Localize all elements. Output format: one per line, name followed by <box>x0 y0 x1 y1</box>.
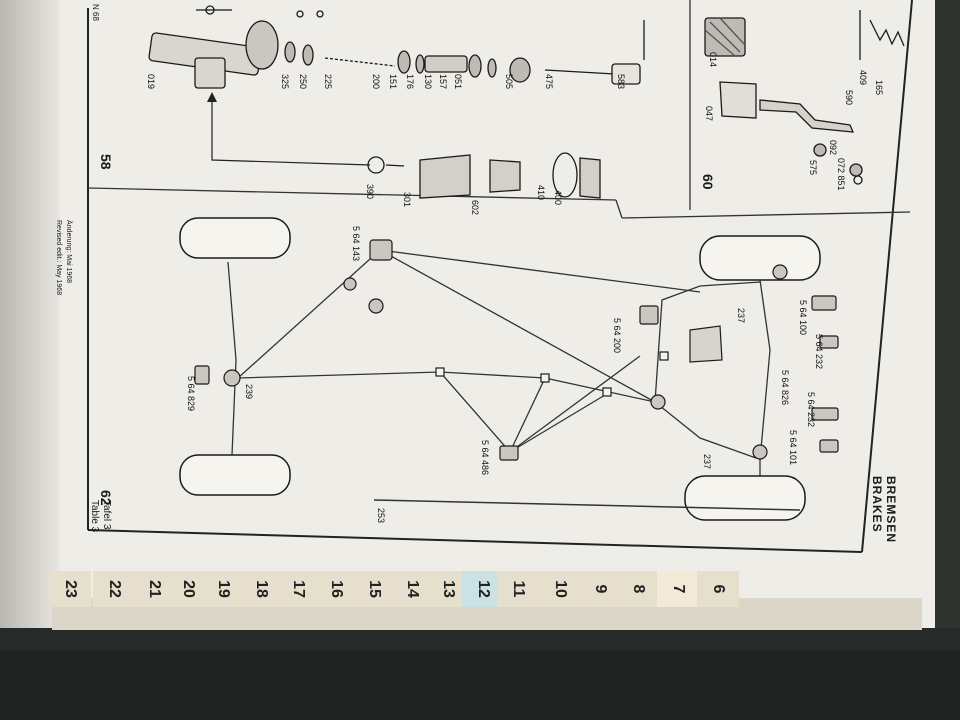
section-divider-top <box>87 187 617 201</box>
index-tab[interactable]: 16 <box>315 571 357 607</box>
part-label: 092 <box>828 140 838 155</box>
master-cylinder-group <box>148 5 645 89</box>
index-tab[interactable]: 23 <box>49 571 91 607</box>
part-label: 409 <box>858 70 868 85</box>
part-label: 200 <box>371 74 381 89</box>
index-tab[interactable]: 6 <box>697 571 739 607</box>
outer-border-right <box>861 0 913 553</box>
corner-code: N 68 <box>91 4 100 21</box>
feed-arrow-head <box>207 92 217 102</box>
index-tab[interactable]: 15 <box>353 571 395 607</box>
part-label: 602 <box>470 200 480 215</box>
part-label: 475 <box>544 74 554 89</box>
part-label: 505 <box>504 74 514 89</box>
part-label: 130 <box>423 74 433 89</box>
part-label: 5 64 100 <box>798 300 808 335</box>
part-label: 583 <box>616 74 626 89</box>
part-label: 157 <box>438 74 448 89</box>
index-tab[interactable]: 22 <box>93 571 135 607</box>
feed-arrow <box>211 95 371 166</box>
part-label: 410 <box>536 185 546 200</box>
part-label: 5 64 829 <box>186 376 196 411</box>
labels-62: 5 64 100 5 64 232 5 64 826 5 64 232 5 64… <box>186 226 824 523</box>
wheels <box>179 217 821 521</box>
part-label: 5 64 826 <box>780 370 790 405</box>
part-label: 237 <box>736 308 746 323</box>
index-tab[interactable]: 18 <box>240 571 282 607</box>
part-label: 239 <box>244 384 254 399</box>
index-tab[interactable]: 11 <box>497 571 539 607</box>
part-label: 590 <box>844 90 854 105</box>
part-label: 5 64 232 <box>806 392 816 427</box>
title-de: BREMSEN <box>884 476 898 544</box>
revision-line-1: Änderung: Mai 1968 <box>65 220 72 284</box>
part-label: 5 64 101 <box>788 430 798 465</box>
title-en: BRAKES <box>870 476 884 533</box>
part-label: 400 <box>553 190 563 205</box>
part-label: 047 <box>704 106 714 121</box>
index-tab[interactable]: 9 <box>579 571 621 607</box>
part-label: 176 <box>405 74 415 89</box>
part-label: 225 <box>323 74 333 89</box>
part-label: 019 <box>146 74 156 89</box>
binder-back <box>0 650 960 720</box>
labels-58: 019 325 250 225 200 151 176 130 157 051 … <box>146 74 626 215</box>
section-divider-62 <box>621 211 911 219</box>
part-label: 014 <box>708 52 718 67</box>
table-label-en: Table 3 <box>89 500 100 533</box>
table-label-de: Tafel 3 <box>101 500 112 530</box>
part-label: 051 <box>453 74 463 89</box>
outer-border-bottom <box>87 529 863 553</box>
index-tab[interactable]: 17 <box>277 571 319 607</box>
part-label: 5 64 200 <box>612 318 622 353</box>
system-components <box>194 239 839 461</box>
part-label: 301 <box>402 192 412 207</box>
part-label: 151 <box>388 74 398 89</box>
index-tab[interactable]: 8 <box>617 571 659 607</box>
part-label: 5 64 143 <box>351 226 361 261</box>
page-gutter-shadow <box>0 0 60 628</box>
axle-and-lines <box>227 249 801 511</box>
part-label: 5 64 486 <box>480 440 490 475</box>
index-tab[interactable]: 19 <box>202 571 244 607</box>
part-label: 390 <box>365 184 375 199</box>
brake-diagram: 019 325 250 225 200 151 176 130 157 051 … <box>87 0 913 553</box>
index-tab[interactable]: 7 <box>657 571 699 607</box>
part-label: 575 <box>808 160 818 175</box>
part-label: 253 <box>376 508 386 523</box>
section-number-60: 60 <box>700 174 716 190</box>
section-divider-step <box>615 199 623 219</box>
part-label: 165 <box>874 80 884 95</box>
pedal-group <box>704 10 905 185</box>
labels-60: 014 047 409 590 165 092 072 851 575 <box>704 52 884 191</box>
part-label: 325 <box>280 74 290 89</box>
section-number-58: 58 <box>98 154 114 170</box>
reservoir-group <box>367 152 601 199</box>
index-tab[interactable]: 10 <box>539 571 581 607</box>
part-label: 237 <box>702 454 712 469</box>
part-label: 250 <box>298 74 308 89</box>
revision-line-2: Revised edit.: May 1968 <box>55 220 62 296</box>
part-label: 5 64 232 <box>814 334 824 369</box>
part-label: 072 851 <box>836 158 846 191</box>
